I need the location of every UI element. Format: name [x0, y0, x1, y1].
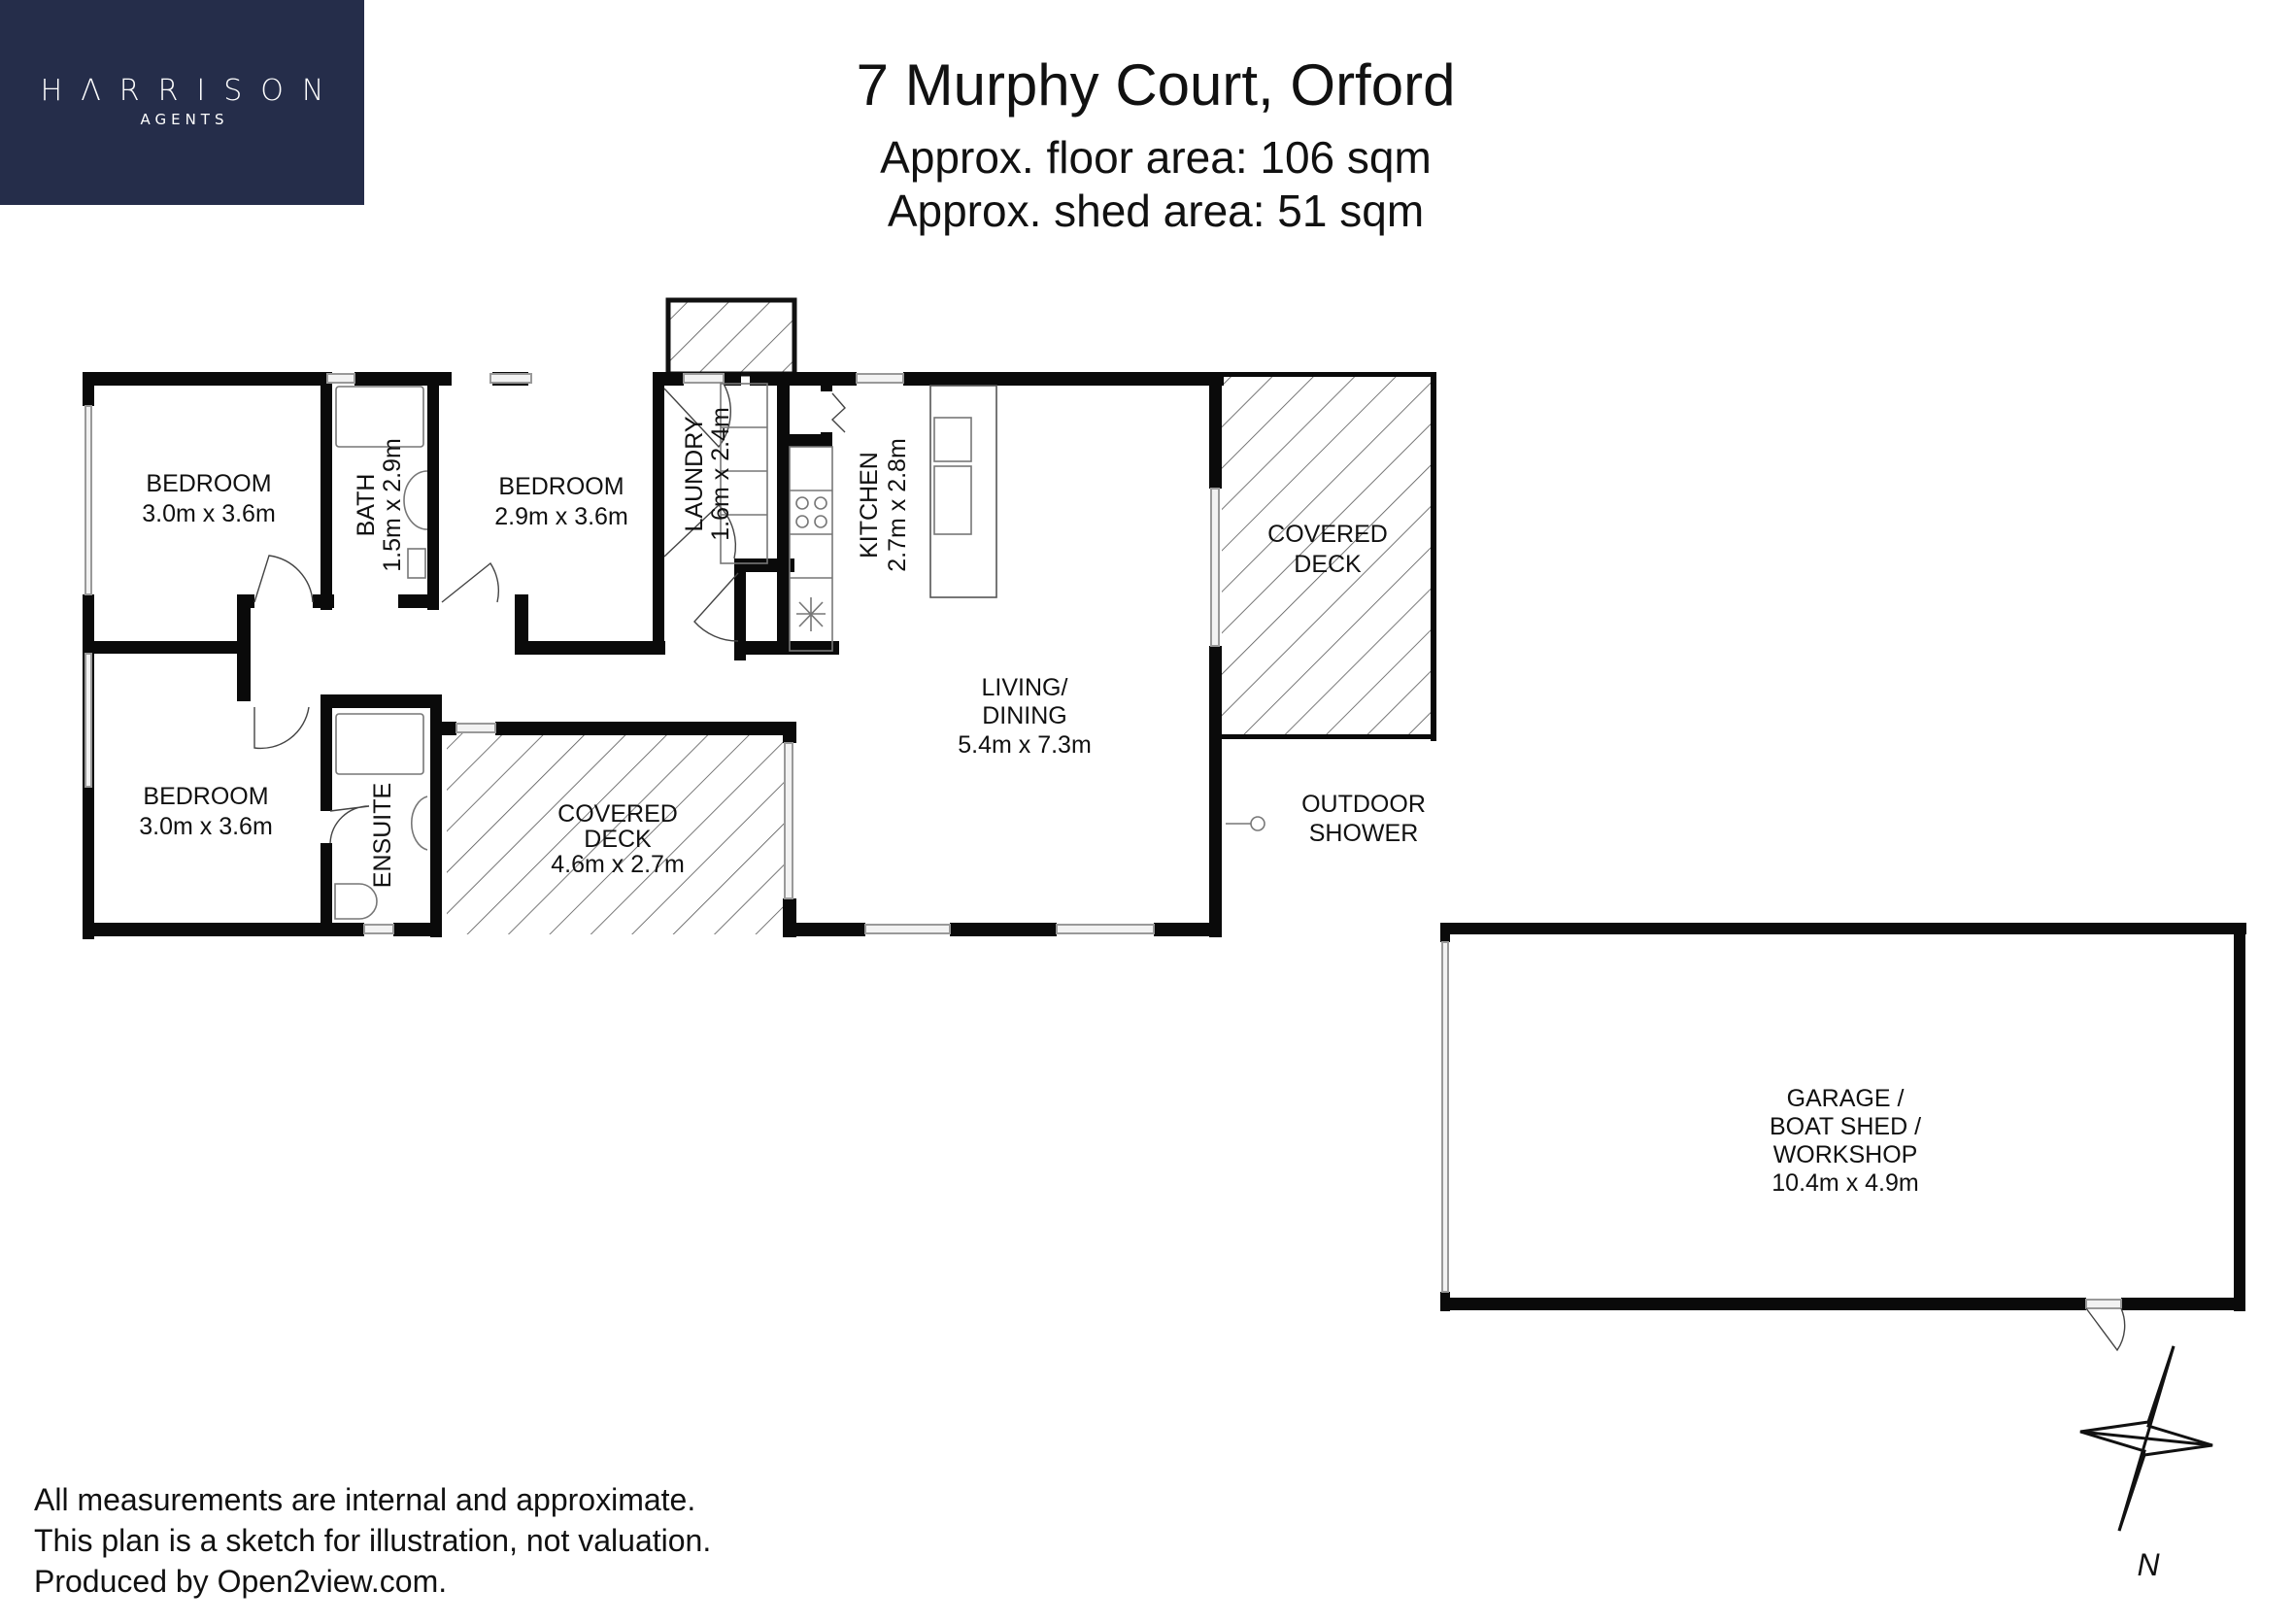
covered-deck-east-label-1: COVERED	[1267, 521, 1388, 548]
walls	[83, 372, 2246, 1311]
bedroom1-label: BEDROOM	[146, 470, 271, 497]
kitchen-bench	[789, 446, 833, 652]
room-labels: BEDROOM 3.0m x 3.6m BATH 1.5m x 2.9m BED…	[139, 407, 1921, 1197]
island-sink	[933, 465, 972, 535]
bedroom2-size: 2.9m x 3.6m	[494, 503, 628, 530]
property-address-title: 7 Murphy Court, Orford	[856, 52, 1456, 118]
garage-label-2: BOAT SHED /	[1770, 1113, 1921, 1140]
covered-deck-south-size: 4.6m x 2.7m	[551, 851, 685, 878]
island-dishwasher	[933, 417, 972, 462]
covered-deck-hatch-areas	[447, 297, 1432, 934]
bath-size: 1.5m x 2.9m	[379, 438, 406, 572]
garage-label-3: WORKSHOP	[1773, 1141, 1918, 1168]
kitchen-label: KITCHEN	[856, 452, 883, 558]
bath-label: BATH	[353, 474, 380, 537]
ensuite-basin	[410, 795, 428, 851]
windows	[84, 373, 2122, 1309]
garage-size: 10.4m x 4.9m	[1771, 1169, 1918, 1197]
disclaimer-line-2: This plan is a sketch for illustration, …	[34, 1523, 712, 1558]
kitchen-fan-icon	[796, 597, 826, 631]
kitchen-island	[929, 385, 997, 598]
harrison-agents-logo: HΛRRISON AGENTS	[0, 0, 364, 205]
bedroom3-size: 3.0m x 3.6m	[139, 813, 273, 840]
laundry-bench	[720, 383, 768, 564]
shed-area-text: Approx. shed area: 51 sqm	[887, 186, 1425, 236]
floor-area-text: Approx. floor area: 106 sqm	[880, 132, 1432, 183]
fixtures	[334, 383, 1265, 920]
living-size: 5.4m x 7.3m	[958, 731, 1092, 759]
laundry-size: 1.6m x 2.4m	[707, 407, 734, 541]
disclaimer-line-3: Produced by Open2view.com.	[34, 1564, 448, 1599]
outdoor-shower-label-2: SHOWER	[1309, 820, 1419, 847]
outdoor-shower-head	[1250, 816, 1265, 831]
laundry-label: LAUNDRY	[681, 416, 708, 531]
disclaimer: All measurements are internal and approx…	[34, 1479, 711, 1602]
covered-deck-east-label-2: DECK	[1294, 551, 1362, 578]
door-swings	[253, 383, 2126, 1352]
bath-basin	[403, 470, 428, 530]
kitchen-size: 2.7m x 2.8m	[884, 438, 911, 572]
cooktop-burner	[795, 496, 809, 510]
porch-laundry-hatch	[665, 297, 797, 377]
garage-label-1: GARAGE /	[1787, 1085, 1905, 1112]
living-label-2: DINING	[982, 702, 1067, 729]
ensuite-label: ENSUITE	[369, 783, 396, 888]
bedroom3-label: BEDROOM	[143, 783, 268, 810]
bedroom1-size: 3.0m x 3.6m	[142, 500, 276, 527]
living-label-1: LIVING/	[982, 674, 1068, 701]
bath-shower	[335, 386, 424, 448]
ensuite-toilet	[334, 883, 378, 920]
bedroom2-label: BEDROOM	[498, 473, 624, 500]
logo-wordmark: HΛRRISON	[40, 74, 343, 108]
covered-deck-south-label-2: DECK	[584, 826, 652, 853]
outdoor-shower-label-1: OUTDOOR	[1301, 791, 1426, 818]
covered-deck-east-area	[1222, 376, 1432, 735]
logo-subtitle: AGENTS	[140, 111, 229, 128]
bath-toilet-cistern	[407, 548, 426, 579]
disclaimer-line-1: All measurements are internal and approx…	[34, 1482, 696, 1517]
ensuite-shower	[335, 713, 424, 775]
compass-icon: N	[2079, 1345, 2213, 1582]
compass-north-label: N	[2137, 1547, 2160, 1582]
covered-deck-south-label-1: COVERED	[557, 800, 678, 828]
covered-deck-south-area	[447, 730, 787, 934]
